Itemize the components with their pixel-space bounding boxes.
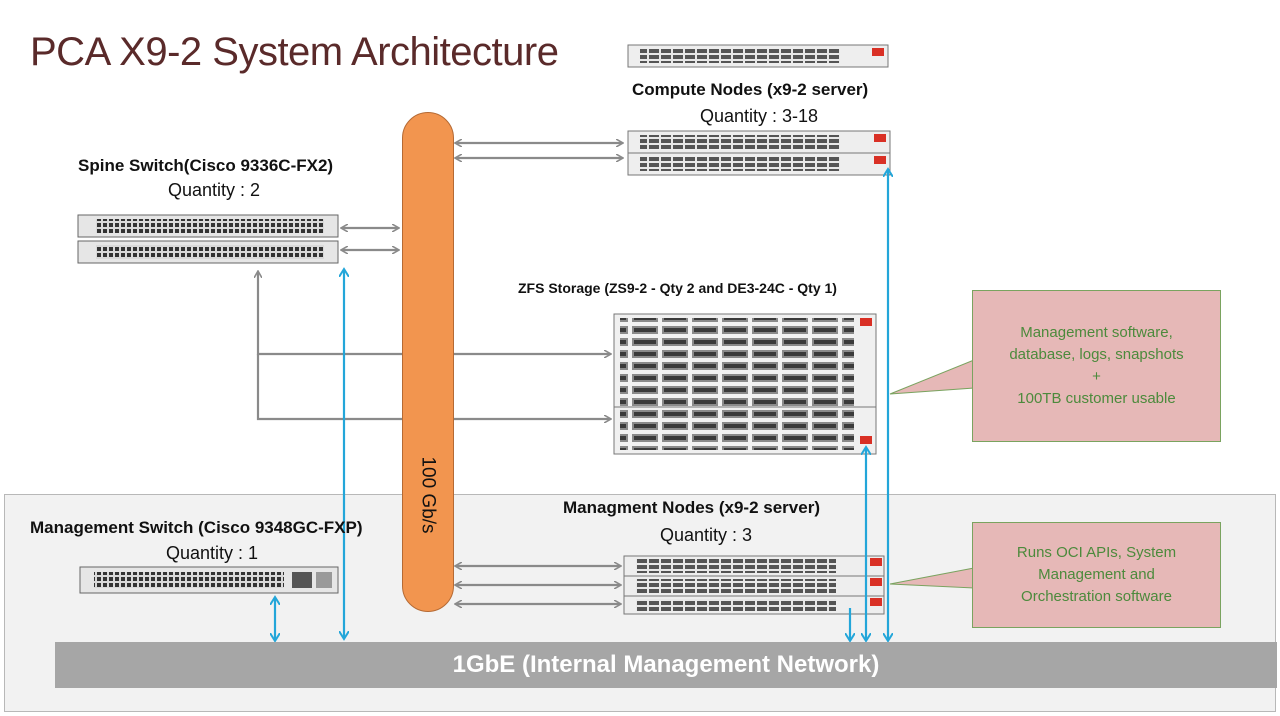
callout-storage-line: database, logs, snapshots (1009, 346, 1184, 363)
callout-storage-line: 100TB customer usable (1017, 390, 1176, 407)
compute-node-icon (627, 44, 889, 68)
compute-nodes-stack-icon (627, 130, 891, 176)
callout-storage: Management software, database, logs, sna… (972, 290, 1221, 442)
callout-storage-line: Management software, (1020, 324, 1173, 341)
management-nodes-quantity: Quantity : 3 (660, 525, 753, 545)
callout-mgmt-pointer (889, 567, 975, 589)
compute-nodes-label: Compute Nodes (x9-2 server) (632, 80, 869, 99)
internal-management-network-bar: 1GbE (Internal Management Network) (55, 642, 1277, 688)
zfs-storage-label: ZFS Storage (ZS9-2 - Qty 2 and DE3-24C -… (518, 280, 837, 296)
spine-switch-icon (77, 214, 339, 264)
backbone-label: 100 Gb/s (418, 456, 440, 534)
callout-mgmt: Runs OCI APIs, System Management and Orc… (972, 522, 1221, 628)
compute-nodes-quantity: Quantity : 3-18 (700, 106, 819, 126)
management-nodes-label: Managment Nodes (x9-2 server) (563, 498, 820, 517)
management-nodes-icon (623, 555, 885, 615)
backbone-100g-bus (402, 112, 454, 612)
links-100g (258, 143, 622, 604)
network-bar-label: 1GbE (Internal Management Network) (452, 651, 880, 678)
links-1g (275, 170, 888, 640)
spine-switch-quantity: Quantity : 2 (168, 180, 261, 200)
callout-mgmt-line: Orchestration software (1021, 588, 1172, 605)
callout-mgmt-line: Management and (1038, 566, 1155, 583)
callout-storage-pointer (889, 359, 975, 395)
management-switch-label: Management Switch (Cisco 9348GC-FXP) (30, 518, 363, 537)
management-switch-quantity: Quantity : 1 (166, 543, 259, 563)
spine-switch-label: Spine Switch(Cisco 9336C-FX2) (78, 156, 334, 175)
backbone-label-wrap: 100 Gb/s (404, 440, 452, 550)
zfs-storage-icon (613, 313, 877, 455)
page-title: PCA X9-2 System Architecture (30, 30, 559, 74)
management-switch-icon (79, 566, 339, 594)
callout-storage-line: + (1092, 368, 1101, 385)
callout-mgmt-line: Runs OCI APIs, System (1016, 544, 1177, 561)
